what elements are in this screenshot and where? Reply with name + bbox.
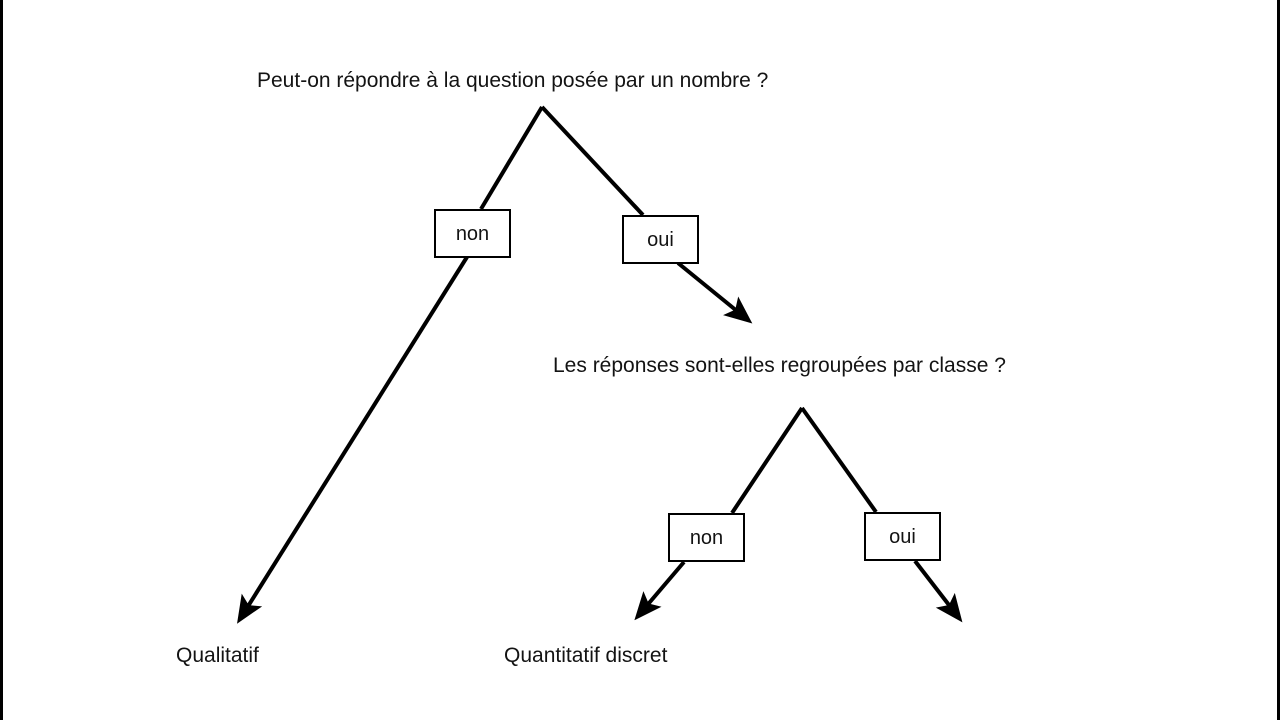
arrow-non-to-qualitatif: [237, 255, 469, 624]
edge-root-to-non: [479, 105, 544, 211]
arrow-non-to-quantitatif-discret: [634, 560, 686, 621]
branch-box-bottom-non[interactable]: non: [668, 513, 745, 562]
branch-label-bottom-non: non: [689, 526, 724, 549]
branch-box-top-non[interactable]: non: [434, 209, 511, 258]
arrow-oui-to-second-question: [676, 261, 753, 324]
edge-second-to-oui: [800, 406, 878, 514]
edge-root-to-oui: [540, 105, 645, 217]
edge-second-to-non: [730, 406, 804, 515]
branch-label-top-oui: oui: [647, 228, 674, 251]
outcome-label-qualitatif: Qualitatif: [176, 644, 259, 667]
root-question-label: Peut-on répondre à la question posée par…: [257, 69, 769, 92]
slide-left-border: [0, 0, 3, 720]
branch-box-top-oui[interactable]: oui: [622, 215, 699, 264]
outcome-label-quantitatif-discret: Quantitatif discret: [504, 644, 668, 667]
branch-label-bottom-oui: oui: [889, 525, 916, 548]
branch-box-bottom-oui[interactable]: oui: [864, 512, 941, 561]
slide-right-border: [1277, 0, 1280, 720]
branch-label-top-non: non: [455, 222, 490, 245]
arrow-oui-to-quantitatif-continu: [913, 559, 963, 623]
second-question-label: Les réponses sont-elles regroupées par c…: [553, 354, 1006, 377]
